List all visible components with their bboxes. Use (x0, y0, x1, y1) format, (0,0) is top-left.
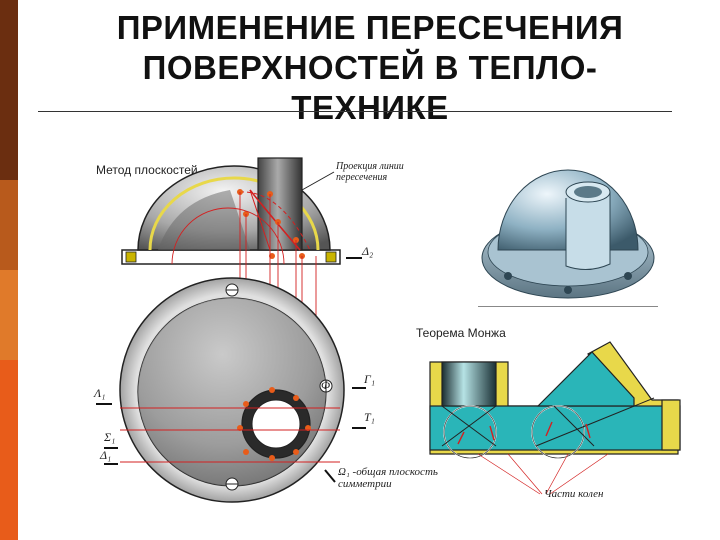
slide-title: ПРИМЕНЕНИЕ ПЕРЕСЕЧЕНИЯ ПОВЕРХНОСТЕЙ В ТЕ… (40, 8, 700, 128)
lambda1-label: Λ₁ (94, 386, 106, 400)
phi-label: Φ (321, 378, 331, 392)
elbow-parts-note: Части колен (544, 488, 604, 500)
delta2-label: Δ₂ (362, 244, 374, 258)
theorem-label: Теорема Монжа (416, 326, 506, 340)
sidebar-block-1 (0, 0, 18, 180)
sidebar-block-2 (0, 180, 18, 270)
method-label: Метод плоскостей (96, 163, 198, 177)
title-underline (38, 111, 672, 112)
dome-3d-render (481, 169, 655, 299)
trace-marks (96, 257, 366, 483)
sidebar-decoration (0, 0, 18, 540)
sidebar-block-4 (0, 360, 18, 540)
monge-theorem-drawing (429, 341, 681, 495)
delta1-label: Δ₁ (100, 448, 112, 462)
render-frame-line (478, 306, 658, 307)
t1-label: T₁ (364, 410, 375, 424)
title-line-1: ПРИМЕНЕНИЕ ПЕРЕСЕЧЕНИЯ (116, 9, 624, 46)
title-line-2: ПОВЕРХНОСТЕЙ В ТЕПЛО- (142, 49, 598, 86)
sigma1-label: Σ₁ (104, 430, 116, 444)
title-line-3: ТЕХНИКЕ (291, 89, 449, 126)
sidebar-block-3 (0, 270, 18, 360)
symmetry-plane-note: Ω₁ -общая плоскость симметрии (338, 466, 438, 490)
plan-view-disk (119, 277, 345, 503)
callout-projection-label: Проекция линии пересечения (336, 161, 404, 183)
front-view-dome (121, 157, 341, 265)
gamma1-label: Γ₁ (364, 372, 375, 386)
